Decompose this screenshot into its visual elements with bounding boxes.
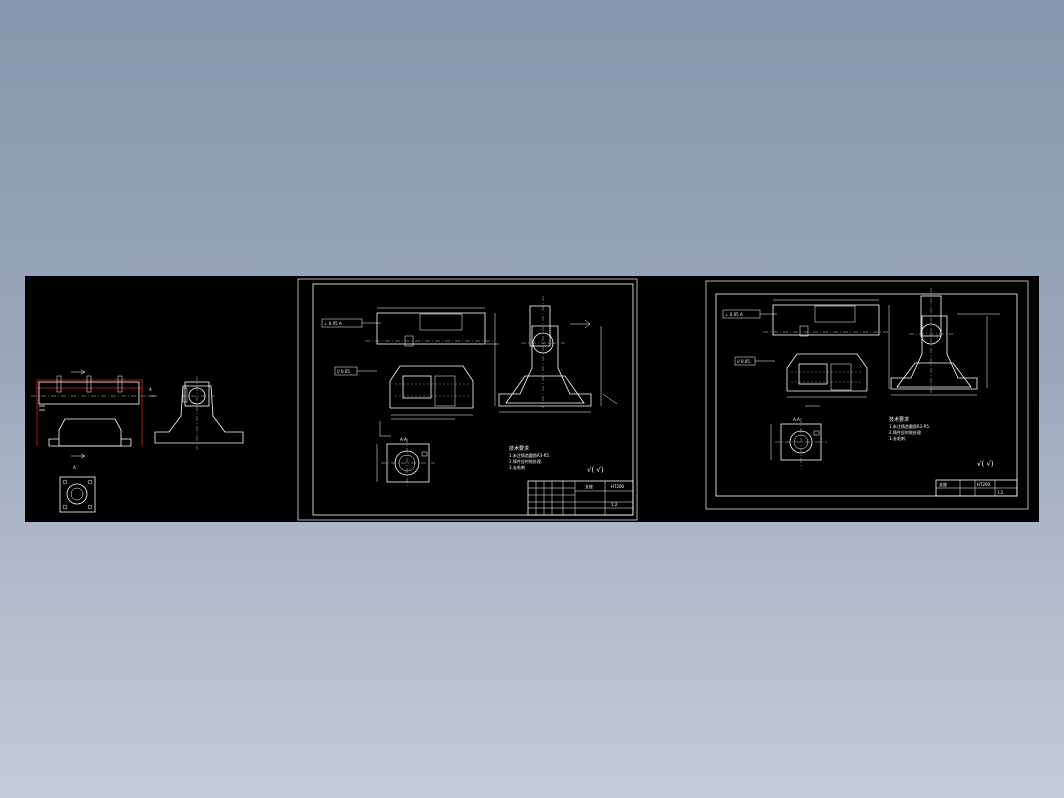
- front-view-2: [763, 299, 890, 407]
- section-view: A-A: [376, 437, 435, 488]
- svg-text:2.铸件应时效处理.: 2.铸件应时效处理.: [889, 429, 922, 435]
- section-label: A-A: [400, 437, 407, 442]
- svg-text:3.去毛刺.: 3.去毛刺.: [509, 464, 526, 470]
- title-block: 支座 HT200 1:2: [527, 480, 634, 516]
- svg-text:1:2: 1:2: [997, 490, 1004, 495]
- svg-text:1.未注铸造圆角R3-R5.: 1.未注铸造圆角R3-R5.: [889, 423, 930, 429]
- svg-text:3.去毛刺.: 3.去毛刺.: [889, 435, 906, 441]
- side-view-sketch: [154, 376, 244, 450]
- sheet-1-sketch: A A: [31, 369, 244, 513]
- svg-text:1:2: 1:2: [611, 502, 618, 507]
- surface-roughness-symbol: √( √): [587, 466, 604, 474]
- drawing-viewport[interactable]: A A ⊥ 0.05 A // 0.05: [25, 276, 1039, 522]
- svg-text:支座: 支座: [585, 483, 593, 489]
- view-label-a-2: A: [73, 465, 76, 470]
- svg-text:A-A: A-A: [793, 417, 800, 422]
- parallelism-text: // 0.05: [337, 369, 350, 374]
- side-view: [498, 296, 618, 413]
- svg-text:2.铸件应时效处理.: 2.铸件应时效处理.: [509, 458, 542, 464]
- title-block-2: 支座 HT200 1:2: [935, 479, 1018, 497]
- cad-drawing-canvas: A A ⊥ 0.05 A // 0.05: [31, 278, 1029, 521]
- svg-text:1.未注铸造圆角R3-R5.: 1.未注铸造圆角R3-R5.: [509, 452, 550, 458]
- front-view: [365, 307, 499, 437]
- section-view-2: A-A: [770, 417, 827, 466]
- svg-text:HT200: HT200: [611, 484, 625, 489]
- surface-roughness-symbol-2: √( √): [977, 460, 994, 468]
- drawing-sheet-3: ⊥ 0.05 A // 0.05: [705, 280, 1029, 510]
- drawing-sheet-2: ⊥ 0.05 A // 0.05: [297, 278, 638, 521]
- svg-text:技术要求: 技术要求: [889, 416, 909, 423]
- side-view-2: [890, 288, 1000, 396]
- technical-notes-2: 技术要求 1.未注铸造圆角R3-R5. 2.铸件应时效处理. 3.去毛刺. √(…: [889, 416, 994, 468]
- view-label-a-1: A: [149, 387, 152, 392]
- geometric-tolerance-text: ⊥ 0.05 A: [324, 321, 342, 326]
- svg-text:技术要求: 技术要求: [509, 445, 529, 452]
- svg-text:// 0.05: // 0.05: [737, 359, 750, 364]
- svg-text:HT200: HT200: [977, 482, 991, 487]
- technical-notes: 技术要求 1.未注铸造圆角R3-R5. 2.铸件应时效处理. 3.去毛刺. √(…: [509, 445, 604, 474]
- svg-text:支座: 支座: [939, 481, 947, 487]
- top-view-sketch: A: [59, 465, 96, 513]
- front-view-sketch: A: [31, 369, 157, 459]
- svg-text:⊥ 0.05 A: ⊥ 0.05 A: [725, 312, 743, 317]
